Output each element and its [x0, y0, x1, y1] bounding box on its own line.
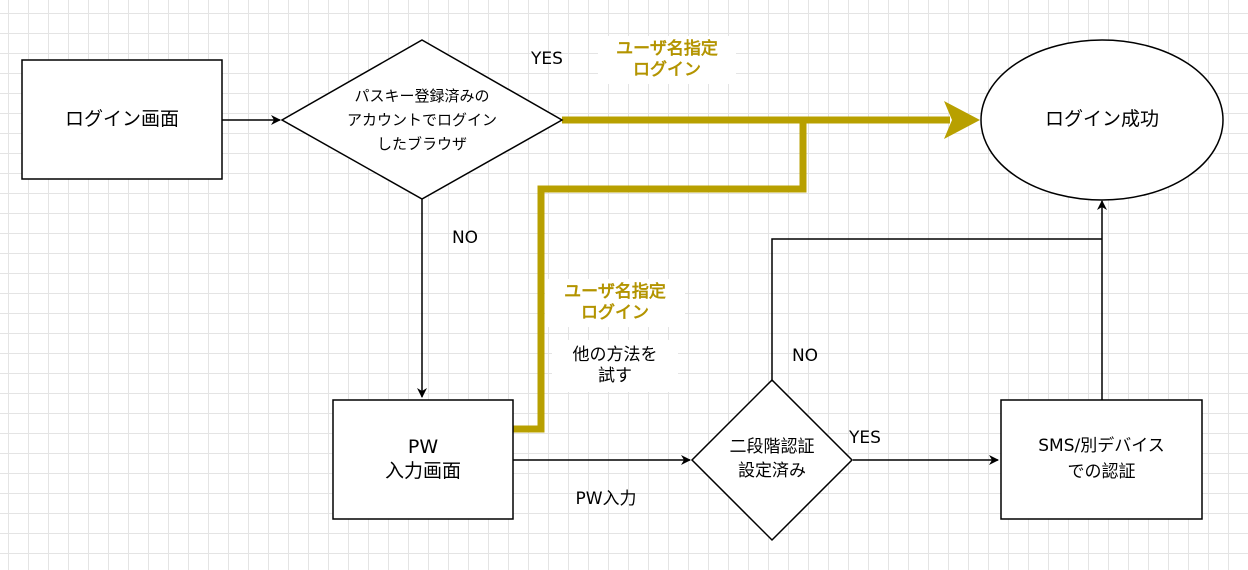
twofa-decision-label: 二段階認証 設定済み [729, 437, 815, 481]
login-screen-label: ログイン画面 [64, 107, 179, 130]
username-login-arrowhead [944, 101, 980, 139]
passkey-decision-label: パスキー登録済みの アカウントでログイン したブラウザ [346, 87, 497, 153]
pw-input-label: PW 入力画面 [384, 435, 461, 482]
username-login-label-top: ユーザ名指定 ログイン [598, 36, 736, 84]
username-login-path-from-pw [513, 120, 807, 433]
twofa-yes-label: YES [849, 428, 881, 449]
twofa-no-label: NO [791, 346, 819, 367]
login-success-ellipse [980, 39, 1224, 201]
try-other-method-label: 他の方法を 試す [552, 340, 678, 392]
passkey-decision-diamond [280, 39, 564, 200]
edge-twofa-no [771, 238, 1102, 380]
pw-entered-label: PW入力 [575, 489, 637, 510]
username-login-label-mid: ユーザ名指定 ログイン [545, 279, 685, 327]
sms-auth-label: SMS/別デバイス での認証 [1038, 436, 1165, 482]
pw-input-box [332, 399, 514, 520]
twofa-decision-diamond [690, 378, 854, 542]
passkey-yes-label: YES [531, 49, 563, 70]
passkey-no-label: NO [451, 228, 479, 249]
login-screen-box [21, 59, 223, 180]
sms-auth-box [1000, 399, 1203, 520]
login-success-label: ログイン成功 [1044, 108, 1159, 131]
